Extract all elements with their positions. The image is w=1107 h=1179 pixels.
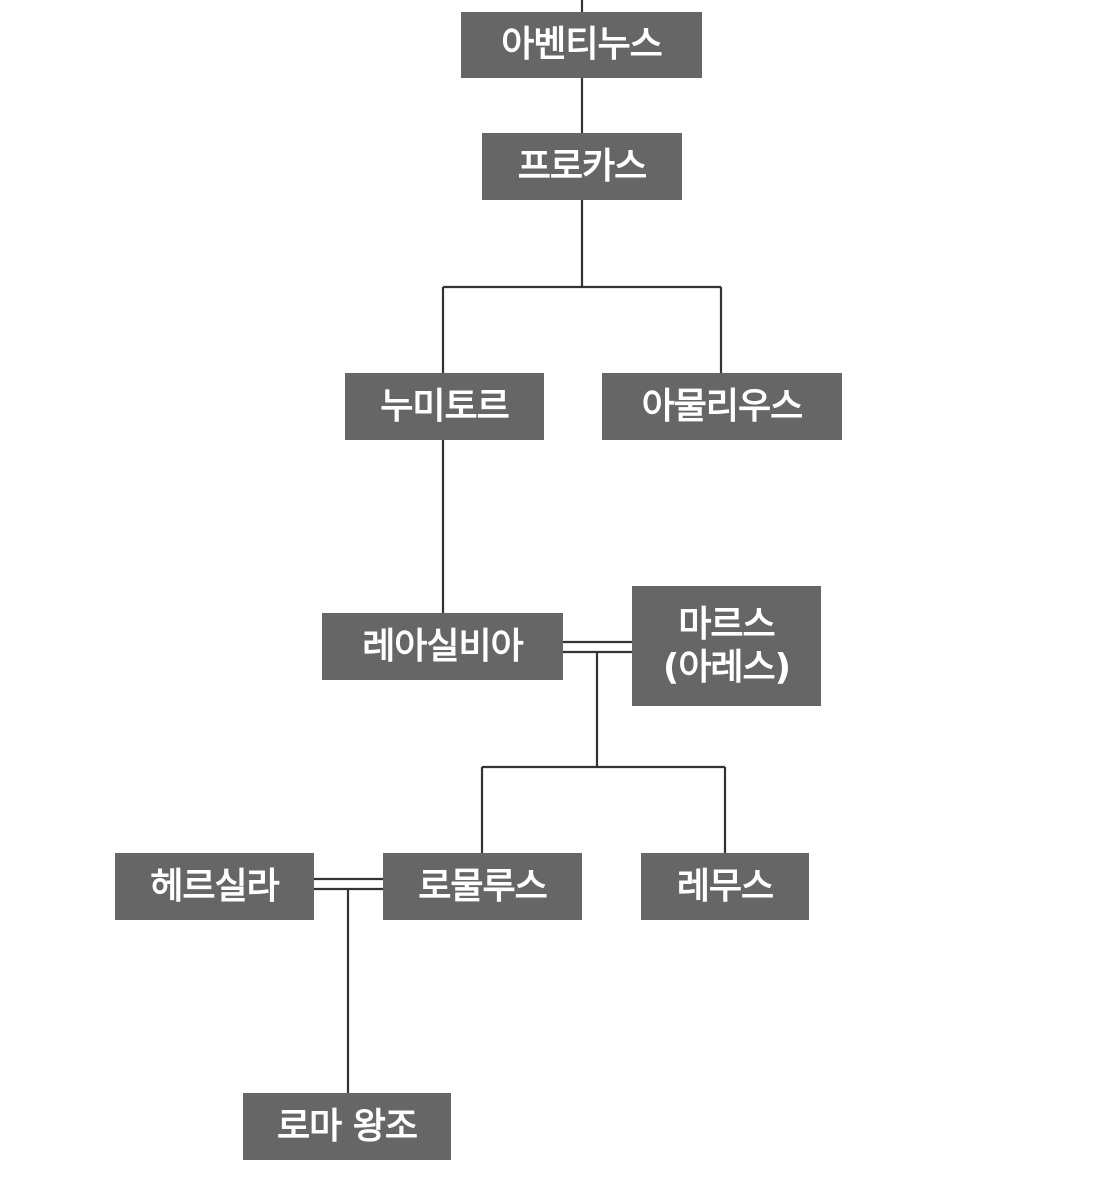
node-remus-label: 레무스	[676, 865, 774, 907]
node-rhea-silvia-label: 레아실비아	[362, 625, 524, 667]
node-procas-label: 프로카스	[517, 145, 647, 187]
node-roman-dynasty: 로마 왕조	[243, 1093, 451, 1160]
node-aventinus-label: 아벤티누스	[501, 24, 663, 66]
node-procas: 프로카스	[482, 133, 682, 200]
node-roman-dynasty-label: 로마 왕조	[276, 1105, 418, 1147]
node-mars-label-line2: (아레스)	[662, 647, 791, 688]
node-romulus-label: 로물루스	[418, 865, 547, 907]
node-romulus: 로물루스	[383, 853, 582, 920]
node-numitor-label: 누미토르	[380, 385, 509, 427]
node-rhea-silvia: 레아실비아	[322, 613, 563, 680]
node-mars-label-line1: 마르스	[678, 603, 775, 645]
node-amulius: 아물리우스	[602, 373, 842, 440]
node-hersilia-label: 헤르실라	[150, 865, 279, 907]
node-amulius-label: 아물리우스	[641, 385, 804, 427]
node-aventinus: 아벤티누스	[461, 12, 702, 78]
node-remus: 레무스	[641, 853, 809, 920]
node-numitor: 누미토르	[345, 373, 544, 440]
node-hersilia: 헤르실라	[115, 853, 314, 920]
node-mars: 마르스 (아레스)	[632, 586, 821, 706]
